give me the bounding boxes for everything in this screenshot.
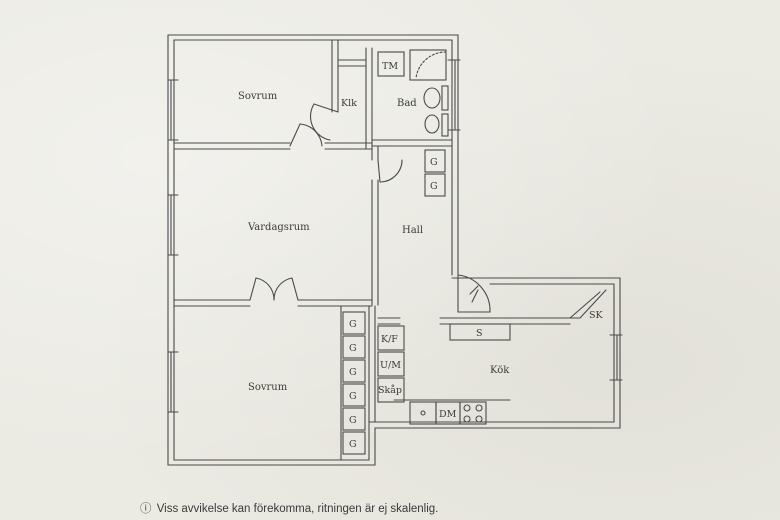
label-skap: Skåp (378, 384, 402, 396)
kitchen-counter (393, 399, 511, 425)
kitchen-sink (409, 401, 437, 425)
room-bad: Bad (397, 98, 417, 109)
interior-walls (173, 39, 581, 461)
room-kok: Kök (490, 365, 510, 376)
label-sk: SK (589, 310, 604, 321)
stove (459, 401, 487, 425)
label-g: G (349, 343, 357, 354)
label-g: G (349, 415, 357, 426)
label-g: G (349, 367, 357, 378)
shower (409, 49, 447, 81)
label-g: G (430, 157, 438, 168)
disclaimer: ⓘ Viss avvikelse kan förekomma, ritninge… (140, 500, 640, 516)
sink (424, 114, 440, 134)
tm-box (377, 51, 405, 77)
room-hall: Hall (402, 225, 423, 236)
toilet (423, 87, 441, 109)
doors (249, 103, 607, 319)
label-g: G (349, 391, 357, 402)
storage-boxes (342, 149, 511, 455)
bath-fixtures (377, 49, 449, 137)
label-s: S (476, 328, 483, 339)
room-sovrum-top: Sovrum (238, 91, 278, 102)
room-klk: Klk (341, 98, 357, 109)
label-dm: DM (439, 409, 457, 420)
room-vardagsrum: Vardagsrum (247, 222, 310, 233)
label-tm: TM (382, 61, 398, 72)
room-sovrum-bottom: Sovrum (248, 382, 288, 393)
label-um: U/M (380, 360, 401, 371)
label-g: G (349, 319, 357, 330)
fixture-labels: TM G G G G G G G G S SK K/F U/M Skåp DM (349, 61, 604, 450)
outer-walls (167, 34, 623, 466)
label-g: G (349, 439, 357, 450)
disclaimer-text: Viss avvikelse kan förekomma, ritningen … (156, 503, 439, 515)
info-circle-icon: ⓘ (140, 503, 152, 515)
room-labels: Sovrum Klk Bad Vardagsrum Hall Sovrum Kö… (238, 91, 510, 393)
label-g: G (430, 181, 438, 192)
label-kf: K/F (381, 334, 398, 345)
